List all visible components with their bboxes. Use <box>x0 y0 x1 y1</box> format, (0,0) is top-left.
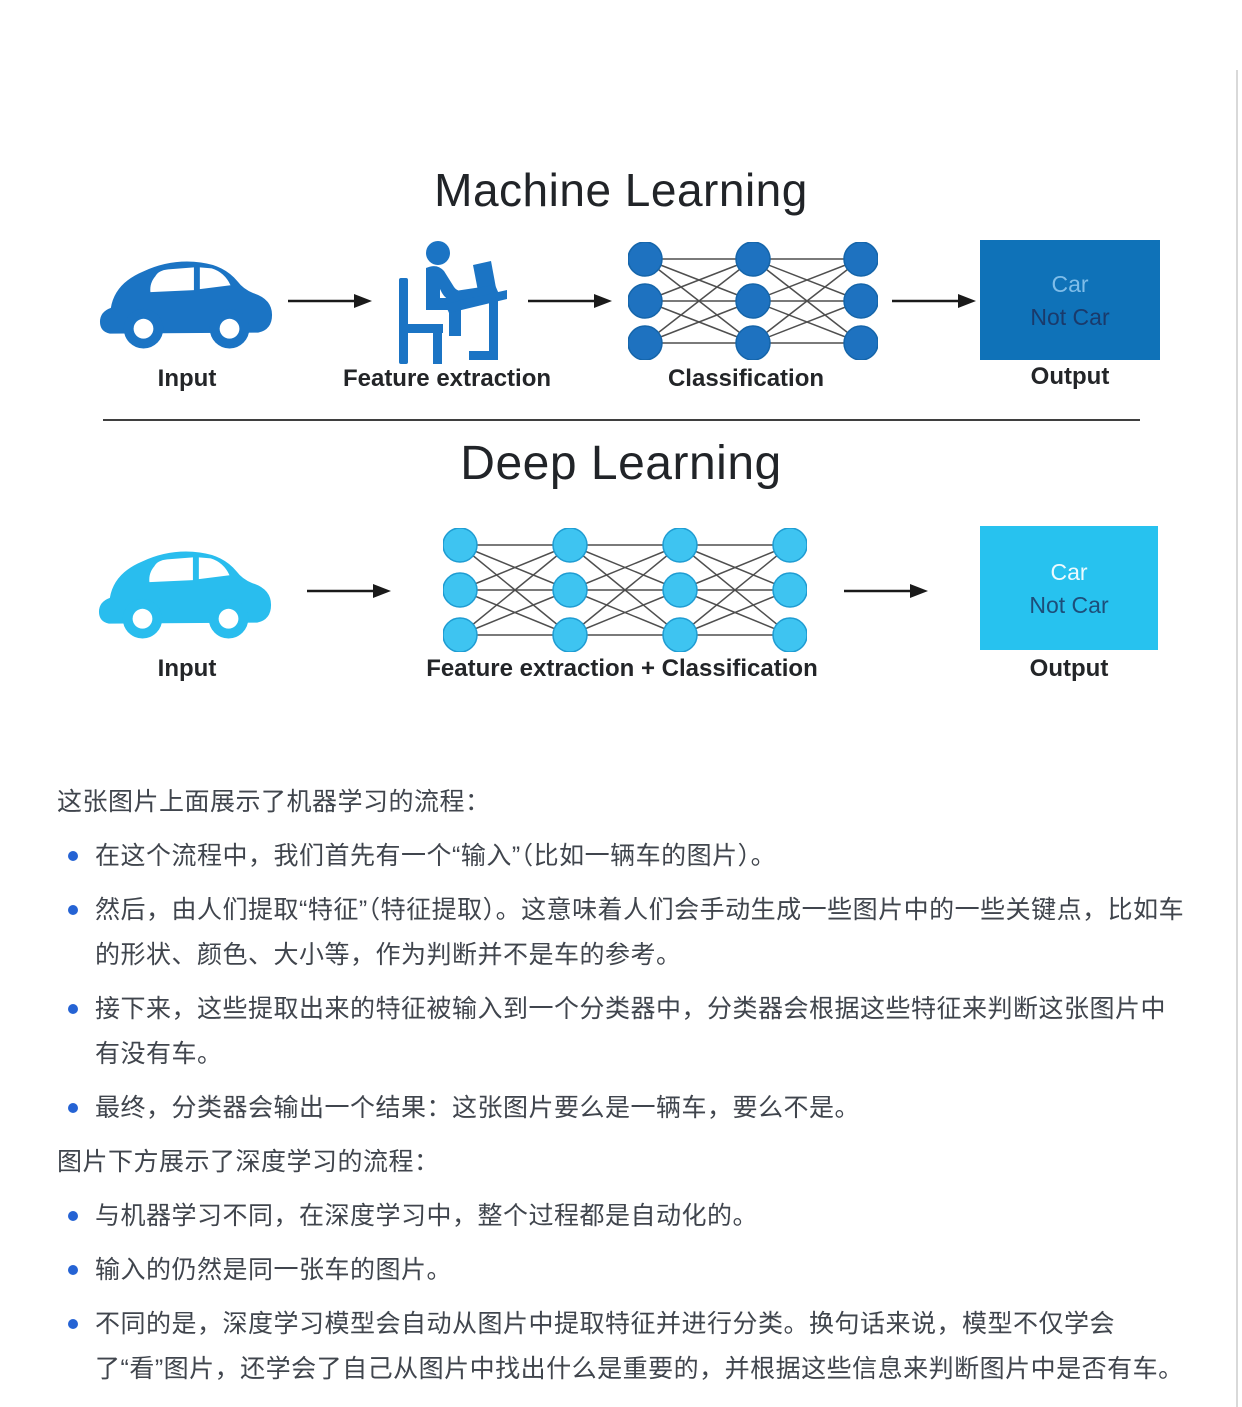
deep-learning-title: Deep Learning <box>460 437 782 490</box>
ml-output-car-label: Car <box>1051 270 1089 297</box>
deep-network-diagram <box>442 527 808 657</box>
ml-output-notcar-label: Not Car <box>1030 303 1110 330</box>
bullet-dot-icon <box>68 1103 78 1113</box>
list-item: 输入的仍然是同一张车的图片。 <box>57 1248 1190 1293</box>
dl-output-car-label: Car <box>1050 558 1088 585</box>
ml-output-caption: Output <box>1030 363 1110 390</box>
bullet-dot-icon <box>68 905 78 915</box>
ml-output-box: Car Not Car <box>980 240 1160 360</box>
bullet-dot-icon <box>68 1004 78 1014</box>
list-item: 与机器学习不同，在深度学习中，整个过程都是自动化的。 <box>57 1194 1190 1239</box>
dl-output-notcar-label: Not Car <box>1029 591 1109 618</box>
classification-network-diagram <box>627 241 879 365</box>
dl-feature-classification-caption: Feature extraction + Classification <box>426 655 818 682</box>
car-icon <box>99 261 273 349</box>
ml-classification-caption: Classification <box>667 365 825 392</box>
bullet-dot-icon <box>68 1211 78 1221</box>
list-item-text: 接下来，这些提取出来的特征被输入到一个分类器中，分类器会根据这些特征来判断这张图… <box>95 995 1167 1068</box>
arrow-icon <box>892 294 976 308</box>
list-item-text: 然后，由人们提取“特征”（特征提取）。这意味着人们会手动生成一些图片中的一些关键… <box>95 896 1185 969</box>
list-item-text: 在这个流程中，我们首先有一个“输入”（比如一辆车的图片）。 <box>95 842 777 870</box>
ml-input-caption: Input <box>157 365 217 392</box>
ml-feature-extraction-caption: Feature extraction <box>342 365 552 392</box>
ml-vs-dl-figure: Machine Learning <box>98 164 1160 682</box>
person-at-computer-icon <box>399 241 507 364</box>
list-item-text: 输入的仍然是同一张车的图片。 <box>95 1256 453 1284</box>
section-divider <box>103 419 1140 421</box>
bullet-dot-icon <box>68 851 78 861</box>
arrow-icon <box>288 294 372 308</box>
dl-output-caption: Output <box>1029 655 1109 682</box>
machine-learning-title: Machine Learning <box>434 164 808 216</box>
arrow-icon <box>528 294 612 308</box>
list-item: 然后，由人们提取“特征”（特征提取）。这意味着人们会手动生成一些图片中的一些关键… <box>57 888 1190 978</box>
list-item-text: 最终，分类器会输出一个结果：这张图片要么是一辆车，要么不是。 <box>95 1094 861 1122</box>
bullet-dot-icon <box>68 1319 78 1329</box>
list-item-text: 不同的是，深度学习模型会自动从图片中提取特征并进行分类。换句话来说，模型不仅学会… <box>95 1310 1184 1383</box>
arrow-icon <box>307 584 391 598</box>
page-edge-line <box>1236 70 1238 1407</box>
explanation-text: 这张图片上面展示了机器学习的流程： 在这个流程中，我们首先有一个“输入”（比如一… <box>57 780 1190 1401</box>
bullet-dot-icon <box>68 1265 78 1275</box>
ml-intro-line: 这张图片上面展示了机器学习的流程： <box>57 788 491 816</box>
list-item: 最终，分类器会输出一个结果：这张图片要么是一辆车，要么不是。 <box>57 1086 1190 1131</box>
list-item: 不同的是，深度学习模型会自动从图片中提取特征并进行分类。换句话来说，模型不仅学会… <box>57 1302 1190 1392</box>
dl-input-caption: Input <box>157 655 217 682</box>
car-icon <box>98 551 272 639</box>
dl-output-box: Car Not Car <box>980 526 1158 650</box>
ml-bullet-list: 在这个流程中，我们首先有一个“输入”（比如一辆车的图片）。 然后，由人们提取“特… <box>57 834 1190 1131</box>
arrow-icon <box>844 584 928 598</box>
list-item: 在这个流程中，我们首先有一个“输入”（比如一辆车的图片）。 <box>57 834 1190 879</box>
list-item-text: 与机器学习不同，在深度学习中，整个过程都是自动化的。 <box>95 1202 759 1230</box>
dl-bullet-list: 与机器学习不同，在深度学习中，整个过程都是自动化的。 输入的仍然是同一张车的图片… <box>57 1194 1190 1392</box>
list-item: 接下来，这些提取出来的特征被输入到一个分类器中，分类器会根据这些特征来判断这张图… <box>57 987 1190 1077</box>
dl-intro-line: 图片下方展示了深度学习的流程： <box>57 1148 440 1176</box>
